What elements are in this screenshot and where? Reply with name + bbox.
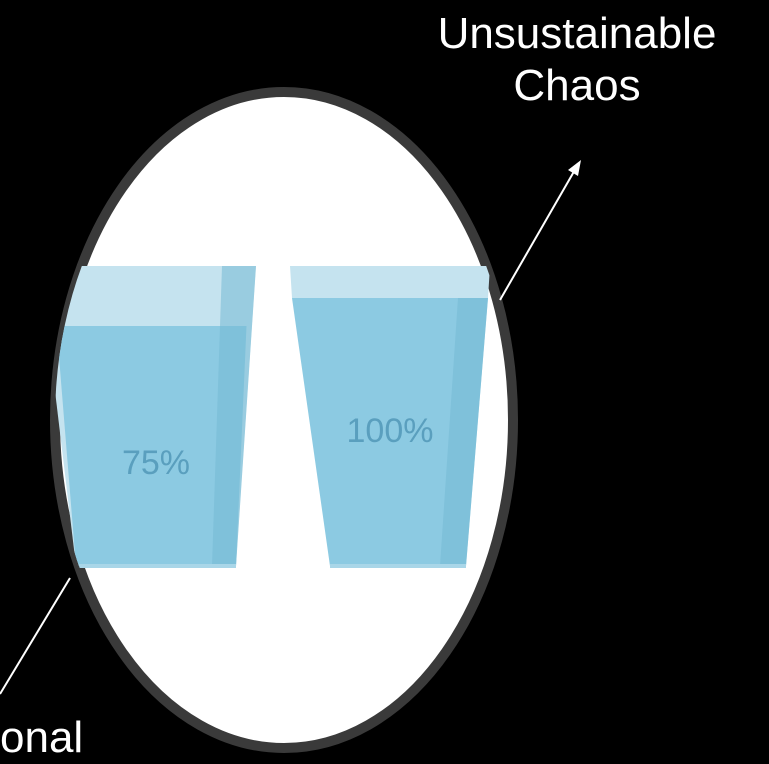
optimal-label-partial: onal: [0, 712, 160, 764]
chaos-label-line-1: Unsustainable: [385, 8, 769, 60]
unsustainable-chaos-label: Unsustainable Chaos: [385, 8, 769, 112]
chaos-pointer-arrow: [500, 160, 581, 300]
right-glass-label: 100%: [347, 412, 434, 450]
right-glass-rim: [290, 266, 490, 298]
left-glass: 75%: [40, 266, 256, 566]
left-glass-label: 75%: [122, 444, 190, 482]
optimal-pointer-line: [0, 578, 70, 694]
chaos-label-line-2: Chaos: [385, 60, 769, 112]
